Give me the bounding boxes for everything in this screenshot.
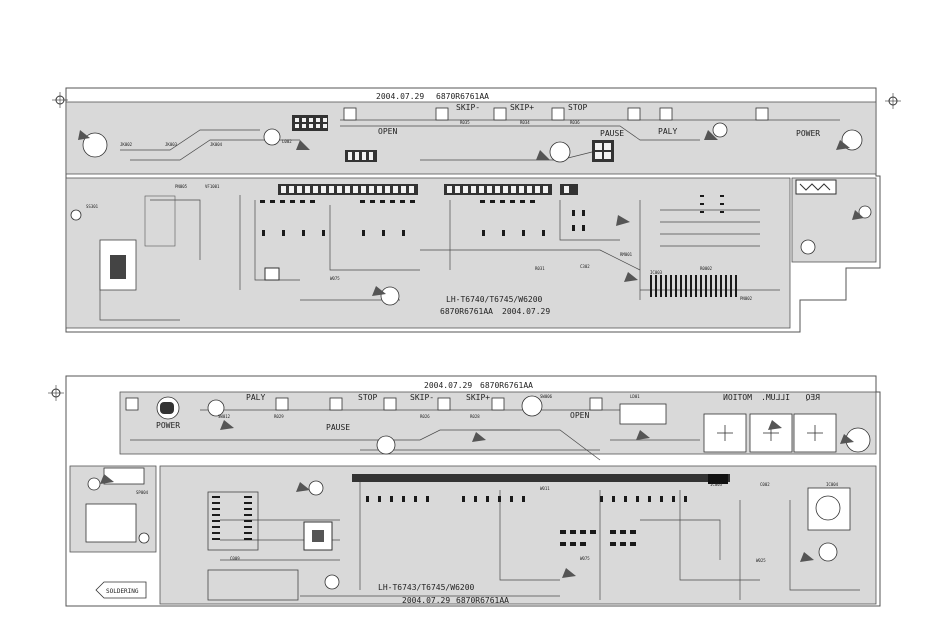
top-button-label-skip-minus: SKIP- xyxy=(456,103,480,112)
svg-text:R036: R036 xyxy=(570,120,580,125)
bottom-bottom-date-label: 2004.07.29 xyxy=(402,596,450,605)
top-small-connectors xyxy=(292,115,614,162)
svg-text:SW012: SW012 xyxy=(218,414,231,419)
bottom-part-number-label: 6870R6761AA xyxy=(480,381,533,390)
top-button-label-power: POWER xyxy=(796,129,820,138)
svg-text:R031: R031 xyxy=(535,266,545,271)
top-mount-holes xyxy=(70,122,872,306)
top-button-label-skip-plus: SKIP+ xyxy=(510,103,534,112)
svg-text:R029: R029 xyxy=(274,414,284,419)
top-main-section xyxy=(65,177,791,329)
top-button-label-open: OPEN xyxy=(378,127,397,136)
top-button-label-paly: PALY xyxy=(658,127,677,136)
svg-text:JK002: JK002 xyxy=(120,142,133,147)
bottom-board: SW012 R029 R026 R028 SW006 LD01 W011 IC0… xyxy=(48,375,881,607)
top-bottom-part-number-label: 6870R6761AA xyxy=(440,307,493,316)
top-button-strip xyxy=(65,101,877,175)
power-switch-holes xyxy=(160,402,174,414)
top-ic-area xyxy=(650,195,737,297)
svg-text:PN002: PN002 xyxy=(740,296,753,301)
bottom-button-label-skip-plus: SKIP+ xyxy=(466,393,490,402)
mirrored-label-illum: ILLUM. xyxy=(761,393,790,402)
svg-text:IC003: IC003 xyxy=(650,270,663,275)
bottom-model-label: LH-T6743/T6745/W6200 xyxy=(378,583,475,592)
svg-text:W075: W075 xyxy=(330,276,340,281)
bottom-sensor-blocks xyxy=(85,403,851,543)
mirrored-label-req: REQ xyxy=(805,393,820,402)
top-board: JK002 JK003 JK004 L002 SS301 PN005 VF100… xyxy=(52,87,901,333)
top-component-rows xyxy=(260,200,585,236)
svg-text:R026: R026 xyxy=(420,414,430,419)
svg-text:C302: C302 xyxy=(580,264,590,269)
svg-text:W075: W075 xyxy=(580,556,590,561)
svg-text:SS301: SS301 xyxy=(86,204,99,209)
bottom-date-label: 2004.07.29 xyxy=(424,381,472,390)
svg-text:R034: R034 xyxy=(520,120,530,125)
svg-text:PN005: PN005 xyxy=(175,184,188,189)
fiducial-mark-left xyxy=(52,92,68,108)
top-connector-header xyxy=(278,184,578,195)
bottom-button-label-skip-minus: SKIP- xyxy=(410,393,434,402)
svg-text:SP004: SP004 xyxy=(136,490,149,495)
top-arrow-markers xyxy=(78,130,864,296)
top-left-block xyxy=(99,179,837,291)
svg-text:SW006: SW006 xyxy=(540,394,553,399)
mirrored-label-motion: MOTION xyxy=(723,393,752,402)
top-part-number-label: 6870R6761AA xyxy=(436,92,489,101)
bottom-button-label-paly: PALY xyxy=(246,393,265,402)
fiducial-mark-right xyxy=(885,93,901,109)
fiducial-mark-bottom-left xyxy=(48,385,64,401)
svg-text:IC004: IC004 xyxy=(826,482,839,487)
soldering-direction-arrow: SOLDERING xyxy=(95,581,147,599)
svg-text:R028: R028 xyxy=(470,414,480,419)
svg-text:JK004: JK004 xyxy=(210,142,223,147)
bottom-arrow-markers xyxy=(100,420,854,578)
top-date-label: 2004.07.29 xyxy=(376,92,424,101)
svg-text:C009: C009 xyxy=(230,556,240,561)
svg-text:IC003: IC003 xyxy=(710,482,723,487)
top-bottom-date-label: 2004.07.29 xyxy=(502,307,550,316)
top-traces xyxy=(99,119,840,321)
soldering-label: SOLDERING xyxy=(106,588,139,595)
bottom-switch-pads xyxy=(125,397,603,411)
bottom-button-label-open: OPEN xyxy=(570,411,589,420)
bottom-connector-header xyxy=(352,474,730,484)
svg-text:W025: W025 xyxy=(756,558,766,563)
top-switch-pads xyxy=(343,107,769,121)
top-model-label: LH-T6740/T6745/W6200 xyxy=(446,295,543,304)
bottom-bottom-part-number-label: 6870R6761AA xyxy=(456,596,509,605)
svg-text:RM001: RM001 xyxy=(620,252,633,257)
bottom-left-ic xyxy=(207,491,299,601)
bottom-component-rows xyxy=(366,496,687,546)
svg-text:W011: W011 xyxy=(540,486,550,491)
svg-text:LD01: LD01 xyxy=(630,394,640,399)
bottom-button-label-power: POWER xyxy=(156,421,180,430)
svg-text:JK003: JK003 xyxy=(165,142,178,147)
svg-text:R0002: R0002 xyxy=(700,266,713,271)
svg-text:R035: R035 xyxy=(460,120,470,125)
top-button-label-pause: PAUSE xyxy=(600,129,624,138)
top-ref-designators: JK002 JK003 JK004 L002 SS301 PN005 VF100… xyxy=(86,120,753,301)
bottom-main-section xyxy=(159,465,877,605)
bottom-capacitor xyxy=(303,521,333,551)
svg-text:VF1001: VF1001 xyxy=(205,184,220,189)
bottom-button-label-stop: STOP xyxy=(358,393,377,402)
svg-text:C002: C002 xyxy=(760,482,770,487)
top-button-label-stop: STOP xyxy=(568,103,587,112)
mirrored-labels: MOTION ILLUM. REQ xyxy=(723,393,820,402)
bottom-button-label-pause: PAUSE xyxy=(326,423,350,432)
svg-text:L002: L002 xyxy=(282,139,292,144)
bottom-ref-designators: SW012 R029 R026 R028 SW006 LD01 W011 IC0… xyxy=(136,394,839,563)
